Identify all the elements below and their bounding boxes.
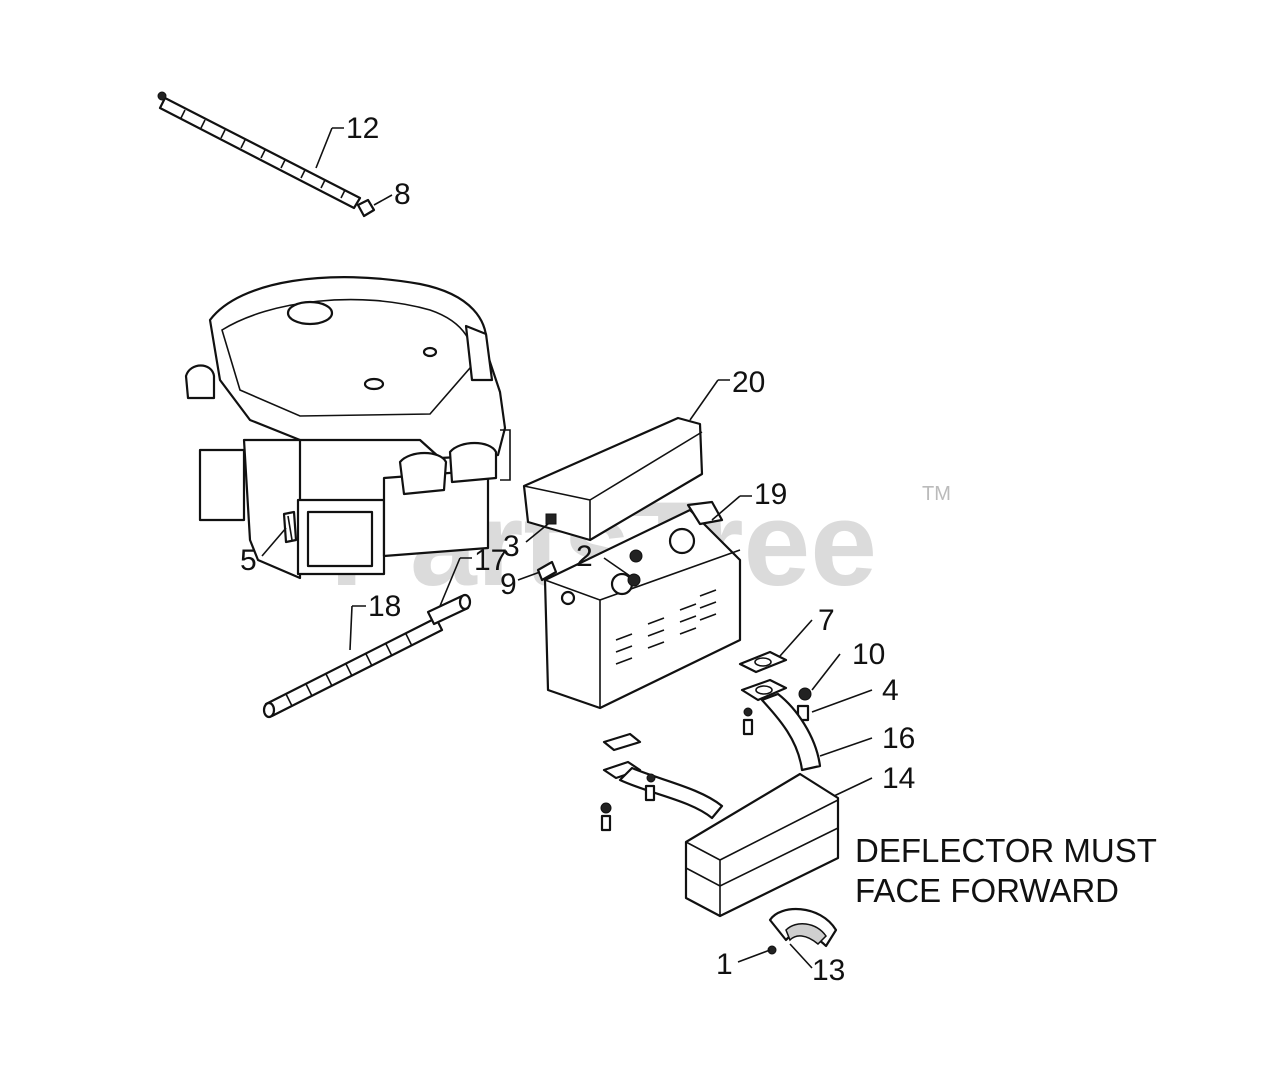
callout-20: 20 [732, 366, 765, 399]
part-19-bracket[interactable] [543, 500, 742, 710]
callout-5: 5 [240, 544, 257, 577]
leader-lines [261, 127, 873, 969]
part-17-fitting[interactable] [426, 593, 472, 626]
part-14-muffler[interactable] [684, 772, 840, 918]
callout-4: 4 [882, 674, 899, 707]
part-10-nut[interactable] [798, 687, 812, 701]
part-13-deflector[interactable] [768, 908, 838, 948]
part-9-clip[interactable] [536, 560, 558, 582]
trademark-mark: TM [922, 483, 951, 505]
part-2-nut[interactable] [627, 549, 643, 587]
callout-1: 1 [716, 948, 733, 981]
callout-14: 14 [882, 762, 915, 795]
callout-17: 17 [474, 544, 507, 577]
part-16-exhaust-pipe[interactable] [602, 678, 822, 820]
callout-18: 18 [368, 590, 401, 623]
note-line-1: DEFLECTOR MUST [855, 832, 1157, 869]
part-20-heat-shield[interactable] [522, 416, 704, 542]
part-7-gasket[interactable] [738, 650, 788, 674]
callout-12: 12 [346, 112, 379, 145]
callout-13: 13 [812, 954, 845, 987]
callout-16: 16 [882, 722, 915, 755]
note-line-2: FACE FORWARD [855, 872, 1119, 909]
engine[interactable] [184, 276, 511, 580]
callout-7: 7 [818, 604, 835, 637]
callout-19: 19 [754, 478, 787, 511]
callout-3: 3 [503, 530, 520, 563]
callout-8: 8 [394, 178, 411, 211]
part-12-hose[interactable] [157, 91, 362, 210]
small-fasteners-left[interactable] [600, 707, 754, 832]
part-3-bolt[interactable] [545, 513, 557, 525]
part-8-clamp[interactable] [356, 198, 376, 218]
part-5-spring[interactable] [287, 515, 293, 541]
callout-2: 2 [576, 540, 593, 573]
callout-9: 9 [500, 568, 517, 601]
part-18-hose[interactable] [262, 616, 444, 719]
callout-10: 10 [852, 638, 885, 671]
